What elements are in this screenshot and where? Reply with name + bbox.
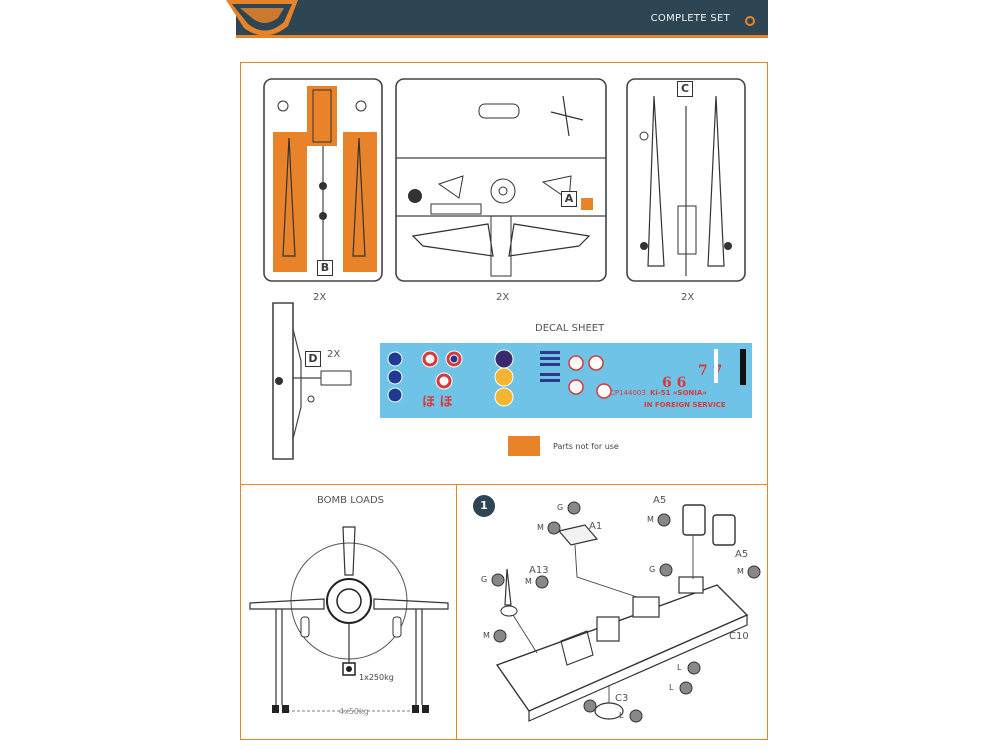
sprue-a-drawing — [395, 78, 607, 282]
decal-model: Ki-51 «SONIA» — [650, 389, 707, 397]
step-number-badge: 1 — [473, 495, 495, 517]
paint-swatch-icon — [491, 573, 505, 587]
sprue-c-letter: C — [677, 81, 693, 97]
paint-code-m: M — [483, 631, 490, 640]
paint-swatch-icon — [567, 501, 581, 515]
sprue-a-qty: 2X — [496, 292, 510, 303]
step-1-panel: 1 G M G M M M G — [456, 484, 768, 740]
paint-code-m: M — [525, 577, 532, 586]
decal-markings-icon: 6 6 7 7 — [387, 349, 746, 407]
paint-code-m: M — [737, 567, 744, 576]
paint-swatch-icon — [687, 661, 701, 675]
decal-sheet: 6 6 7 7 ほ ほ CP144003 Ki-51 «SONIA» IN FO… — [380, 343, 752, 418]
paint-swatch-icon — [535, 575, 549, 589]
paint-swatch-icon — [547, 521, 561, 535]
paint-swatch-icon — [659, 563, 673, 577]
decal-chars: ほ ほ — [422, 395, 453, 410]
sprue-b-letter: B — [317, 260, 333, 276]
paint-swatch-icon — [583, 699, 597, 713]
bomb-loads-panel: BOMB LOADS 1x250kg 4x50kg — [240, 484, 457, 740]
part-label-c3: C3 — [615, 693, 629, 704]
paint-code-l: L — [677, 663, 682, 672]
part-label-a5-side: A5 — [735, 549, 749, 560]
sprue-overview-panel: B 2X A 2X C 2X — [240, 62, 768, 485]
paint-swatch-icon — [679, 681, 693, 695]
page-title: COMPLETE SET — [650, 13, 730, 24]
sprue-d-qty: 2X — [327, 349, 341, 360]
paint-code-l: L — [619, 711, 624, 720]
paint-swatch-icon — [493, 629, 507, 643]
decal-code: CP144003 — [610, 389, 646, 397]
sprue-c-qty: 2X — [681, 292, 695, 303]
paint-code-m: M — [537, 523, 544, 532]
paint-code-g: G — [649, 565, 656, 574]
part-label-a1: A1 — [589, 521, 603, 532]
header-accent-stripe — [236, 35, 768, 38]
header-dot-icon — [745, 16, 755, 26]
legend-swatch — [508, 436, 540, 456]
step-number: 1 — [480, 499, 488, 512]
paint-swatch-icon — [657, 513, 671, 527]
decal-sheet-title: DECAL SHEET — [535, 323, 605, 334]
sprue-d-drawing — [272, 302, 352, 460]
bomb-load-250kg: 1x250kg — [359, 673, 394, 682]
paint-code-l: L — [669, 683, 674, 692]
bomb-loads-title: BOMB LOADS — [317, 495, 385, 506]
paint-code-g: G — [557, 503, 564, 512]
paint-swatch-icon — [747, 565, 761, 579]
header-bar: COMPLETE SET — [236, 0, 768, 38]
sprue-b-qty: 2X — [313, 292, 327, 303]
svg-text:7 7: 7 7 — [698, 363, 722, 379]
svg-text:6 6: 6 6 — [662, 375, 686, 391]
sprue-d-letter: D — [305, 351, 321, 367]
sprue-b-drawing — [263, 78, 383, 282]
aircraft-front-view-icon — [249, 526, 449, 713]
legend-label: Parts not for use — [553, 442, 619, 451]
sprue-c-drawing — [626, 78, 746, 282]
paint-swatch-icon — [629, 709, 643, 723]
decal-subtitle: IN FOREIGN SERVICE — [644, 401, 726, 409]
paint-code-g: G — [481, 575, 488, 584]
part-label-c10: C10 — [729, 631, 749, 642]
paint-code-m: M — [647, 515, 654, 524]
bomb-load-50kg: 4x50kg — [339, 707, 369, 716]
sprue-a-letter: A — [561, 191, 577, 207]
brand-logo-icon — [226, 0, 298, 36]
part-label-a13: A13 — [529, 565, 549, 576]
cockpit-assembly-drawing — [495, 504, 749, 722]
part-label-a5-top: A5 — [653, 495, 667, 506]
